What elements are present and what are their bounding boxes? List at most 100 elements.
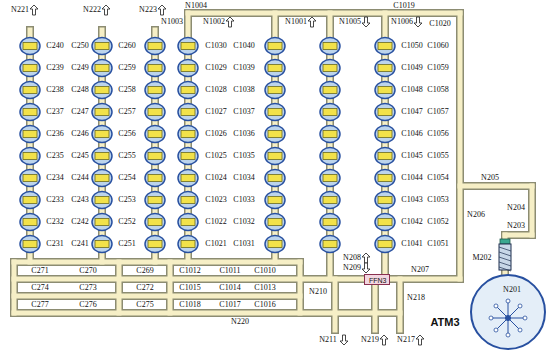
storage-core bbox=[268, 43, 282, 50]
point-label: N1006 bbox=[391, 18, 413, 26]
storage-ring bbox=[92, 148, 112, 165]
point-label: C1035 bbox=[233, 152, 254, 160]
point-label: C271 bbox=[31, 267, 48, 275]
storage-core bbox=[268, 241, 282, 248]
storage-ring bbox=[178, 236, 198, 253]
storage-ring bbox=[92, 214, 112, 231]
storage-core bbox=[268, 175, 282, 182]
storage-core bbox=[181, 109, 195, 116]
station-pad bbox=[506, 299, 510, 303]
storage-ring bbox=[20, 236, 40, 253]
storage-core bbox=[323, 219, 337, 226]
point-label: C1014 bbox=[219, 284, 240, 292]
point-label: C1050 bbox=[401, 42, 422, 50]
pipe-body bbox=[298, 262, 303, 313]
point-label: C1025 bbox=[205, 152, 226, 160]
storage-ring bbox=[178, 82, 198, 99]
storage-core bbox=[378, 153, 392, 160]
storage-core bbox=[268, 109, 282, 116]
point-label: N1005 bbox=[339, 18, 361, 26]
storage-ring bbox=[92, 82, 112, 99]
point-label: N205 bbox=[481, 174, 499, 182]
pipe-edge bbox=[296, 262, 304, 313]
device-hatch bbox=[499, 252, 511, 256]
storage-core bbox=[323, 241, 337, 248]
storage-core bbox=[323, 109, 337, 116]
point-label: C240 bbox=[46, 42, 63, 50]
storage-ring bbox=[92, 60, 112, 77]
point-label: C237 bbox=[46, 108, 63, 116]
point-label: C1017 bbox=[219, 301, 240, 309]
point-label: C1054 bbox=[427, 174, 448, 182]
direction-arrow bbox=[362, 17, 370, 27]
storage-ring bbox=[375, 236, 395, 253]
point-label: C1053 bbox=[427, 196, 448, 204]
storage-ring bbox=[20, 38, 40, 55]
storage-core bbox=[323, 65, 337, 72]
point-label: N1001 bbox=[285, 18, 307, 26]
point-label: N219 bbox=[361, 336, 379, 344]
storage-ring bbox=[20, 104, 40, 121]
storage-core bbox=[148, 241, 162, 248]
point-label: C1044 bbox=[401, 174, 422, 182]
storage-core bbox=[148, 153, 162, 160]
storage-ring bbox=[92, 236, 112, 253]
point-label: C1016 bbox=[254, 301, 275, 309]
storage-core bbox=[181, 197, 195, 204]
pipe-edge bbox=[14, 275, 460, 283]
point-label: N222 bbox=[83, 6, 101, 14]
storage-ring bbox=[320, 126, 340, 143]
point-label: C1011 bbox=[219, 267, 240, 275]
point-label: C1051 bbox=[427, 240, 448, 248]
point-label: C231 bbox=[46, 240, 63, 248]
storage-core bbox=[148, 197, 162, 204]
point-label: C245 bbox=[71, 152, 88, 160]
point-label: N210 bbox=[309, 288, 327, 296]
pipe-edge bbox=[396, 279, 404, 330]
storage-ring bbox=[320, 170, 340, 187]
pipe-body bbox=[333, 279, 338, 330]
storage-ring bbox=[20, 60, 40, 77]
pipe-body bbox=[458, 13, 463, 279]
storage-core bbox=[95, 65, 109, 72]
storage-core bbox=[23, 241, 37, 248]
point-label: C242 bbox=[71, 218, 88, 226]
point-label: C1060 bbox=[427, 42, 448, 50]
point-label: C1027 bbox=[205, 108, 226, 116]
storage-core bbox=[378, 175, 392, 182]
direction-arrow bbox=[414, 17, 422, 27]
direction-arrow bbox=[340, 335, 348, 345]
device-hatch bbox=[499, 247, 511, 251]
storage-ring bbox=[145, 214, 165, 231]
storage-ring bbox=[265, 236, 285, 253]
point-label: C251 bbox=[118, 240, 135, 248]
pipe-outline bbox=[14, 13, 532, 330]
point-label: C1058 bbox=[427, 86, 448, 94]
storage-ring bbox=[20, 214, 40, 231]
pipe-edge bbox=[460, 182, 532, 190]
direction-arrow bbox=[308, 17, 316, 27]
storage-core bbox=[148, 219, 162, 226]
point-label: C246 bbox=[71, 130, 88, 138]
storage-core bbox=[23, 43, 37, 50]
storage-ring bbox=[92, 192, 112, 209]
storage-ring bbox=[178, 214, 198, 231]
point-label: C275 bbox=[136, 301, 153, 309]
point-label: C1028 bbox=[205, 86, 226, 94]
direction-arrow bbox=[380, 335, 388, 345]
storage-ring bbox=[92, 104, 112, 121]
pipe-body bbox=[117, 262, 122, 313]
point-label: N218 bbox=[407, 294, 425, 302]
storage-core bbox=[23, 131, 37, 138]
pipe-body bbox=[398, 279, 403, 330]
device-body bbox=[499, 244, 511, 270]
point-label: C257 bbox=[118, 108, 135, 116]
storage-ring bbox=[320, 38, 340, 55]
station-pad bbox=[494, 328, 498, 332]
station-pad bbox=[489, 316, 493, 320]
point-label: C1059 bbox=[427, 64, 448, 72]
direction-arrow bbox=[30, 5, 38, 15]
storage-ring bbox=[20, 170, 40, 187]
storage-core bbox=[95, 197, 109, 204]
